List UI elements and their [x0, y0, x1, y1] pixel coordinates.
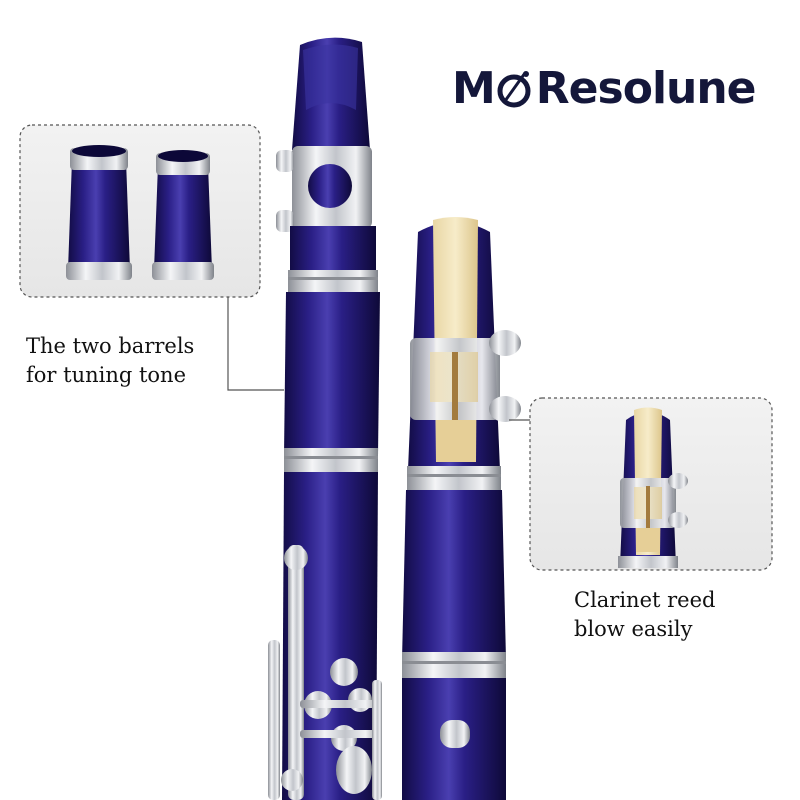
reed-caption-line-1: Clarinet reed: [574, 588, 716, 612]
reed-caption-line-2: blow easily: [574, 617, 693, 641]
barrels-caption: The two barrels for tuning tone: [26, 332, 194, 390]
barrels-callout: [19, 124, 284, 391]
reed-callout: [509, 397, 773, 571]
barrel-left: [66, 145, 132, 280]
reed-caption: Clarinet reed blow easily: [574, 586, 715, 644]
clarinet-mouthpiece-barrel: [402, 217, 521, 800]
reed-closeup: [618, 407, 688, 568]
brand-logo: M Resolune: [452, 58, 788, 116]
barrels-caption-line-1: The two barrels: [26, 334, 195, 358]
barrel-right: [152, 150, 214, 280]
brand-suffix: Resolune: [535, 63, 757, 114]
barrels-caption-line-2: for tuning tone: [26, 363, 187, 387]
brand-prefix: M: [452, 63, 496, 114]
clarinet-o-icon: [497, 71, 531, 108]
clarinet-upper-joint: [268, 37, 382, 800]
